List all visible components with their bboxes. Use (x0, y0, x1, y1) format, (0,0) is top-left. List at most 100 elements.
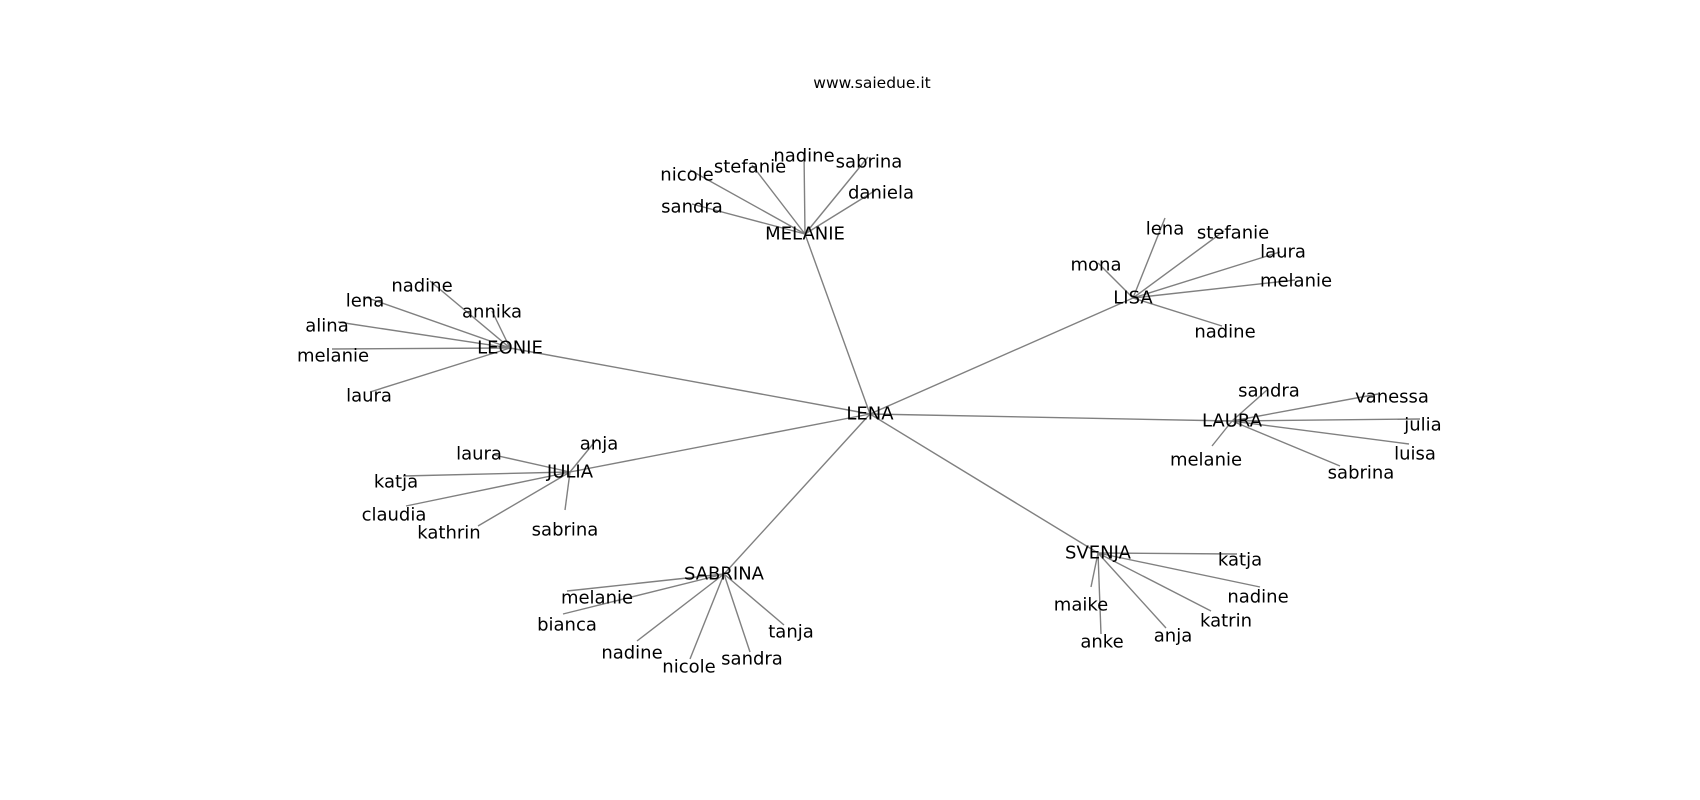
edge-leonie-alina (337, 321, 511, 349)
leaf-node-label: katrin (1200, 611, 1252, 632)
leaf-node-label: sandra (661, 197, 723, 218)
edge-center-leonie (509, 347, 871, 415)
edge-center-sabrina (723, 413, 871, 575)
edge-lisa-lena (1132, 217, 1166, 299)
leaf-node-label: kathrin (417, 523, 480, 544)
leaf-node-label: anja (580, 434, 618, 455)
leaf-node-label: nadine (1227, 587, 1288, 608)
edge-julia-claudia (405, 471, 571, 507)
leaf-node-label: sabrina (836, 152, 903, 173)
hub-node-label: SVENJA (1065, 543, 1132, 564)
edge-lisa-mona (1097, 262, 1134, 299)
edge-svenja-anke (1097, 552, 1102, 635)
edge-svenja-katja (1097, 552, 1238, 555)
leaf-node-label: melanie (561, 588, 633, 609)
leaf-node-label: bianca (537, 615, 597, 636)
leaf-node-label: daniela (848, 183, 914, 204)
leaf-node-label: anja (1154, 626, 1192, 647)
leaf-node-label: nicole (662, 657, 715, 678)
leaf-node-label: melanie (1260, 271, 1332, 292)
edge-sabrina-nicole (689, 573, 725, 660)
leaf-node-label: maike (1054, 595, 1108, 616)
leaf-node-label: alina (305, 316, 348, 337)
edge-svenja-nadine (1097, 552, 1261, 588)
edge-laura-luisa (1231, 420, 1410, 445)
leaf-node-label: melanie (1170, 450, 1242, 471)
leaf-node-label: mona (1071, 255, 1122, 276)
edge-leonie-annika (491, 310, 511, 349)
leaf-node-label: anke (1080, 632, 1123, 653)
leaf-node-label: katja (374, 472, 418, 493)
edge-julia-anja (569, 438, 598, 473)
leaf-node-label: lena (1146, 219, 1185, 240)
edge-center-laura (869, 413, 1233, 422)
leaf-node-label: sabrina (1328, 463, 1395, 484)
leaf-node-label: melanie (297, 346, 369, 367)
edge-leonie-melanie (331, 347, 511, 350)
edge-laura-sabrina (1231, 420, 1341, 467)
leaf-node-label: annika (462, 302, 522, 323)
leaf-node-label: luisa (1394, 444, 1436, 465)
leaf-node-label: claudia (362, 505, 427, 526)
hub-node-label: JULIA (546, 462, 594, 483)
leaf-node-label: nadine (601, 643, 662, 664)
leaf-node-label: nadine (391, 276, 452, 297)
edge-laura-melanie (1211, 420, 1233, 447)
leaf-node-label: tanja (768, 622, 814, 643)
edge-sabrina-bianca (562, 573, 725, 615)
edge-center-melanie (804, 233, 871, 415)
leaf-node-label: laura (1260, 242, 1306, 263)
edge-julia-kathrin (477, 471, 571, 527)
leaf-node-label: julia (1403, 415, 1441, 436)
hub-node-label: SABRINA (684, 564, 765, 585)
edge-sabrina-tanja (723, 573, 785, 626)
edge-sabrina-nadine (636, 573, 725, 642)
edge-laura-sandra (1231, 389, 1268, 422)
edge-melanie-daniela (804, 189, 877, 235)
leaf-node-label: stefanie (714, 157, 786, 178)
leaf-node-label: sandra (1238, 381, 1300, 402)
leaf-node-label: sandra (721, 649, 783, 670)
edge-melanie-nadine (803, 151, 806, 235)
edge-melanie-sandra (691, 203, 806, 235)
edge-laura-vanessa (1231, 393, 1379, 422)
leaf-node-label: nicole (660, 165, 713, 186)
edge-sabrina-sandra (723, 573, 751, 653)
edge-lisa-nadine (1132, 297, 1223, 327)
leaf-node-label: stefanie (1197, 223, 1269, 244)
edge-julia-katja (402, 471, 571, 477)
edge-melanie-sabrina (804, 156, 869, 235)
edge-lisa-melanie (1132, 279, 1296, 299)
edge-leonie-lena (364, 296, 511, 349)
edge-julia-sabrina (564, 471, 571, 511)
edge-svenja-anja (1097, 552, 1167, 629)
edge-center-lisa (869, 297, 1134, 415)
leaf-node-label: sabrina (532, 520, 599, 541)
site-watermark: www.saiedue.it (813, 74, 930, 92)
edge-julia-laura (493, 454, 571, 473)
leaf-node-label: vanessa (1355, 387, 1429, 408)
edge-sabrina-melanie (566, 573, 725, 592)
leaf-node-label: katja (1218, 550, 1262, 571)
edge-lisa-laura (1132, 251, 1281, 299)
edge-melanie-nicole (689, 169, 806, 235)
edge-center-julia (569, 413, 871, 473)
hub-node-label: LAURA (1202, 411, 1263, 432)
leaf-node-label: nadine (773, 146, 834, 167)
hub-node-label: MELANIE (765, 224, 845, 245)
edge-leonie-laura (369, 347, 511, 393)
hub-node-label: LISA (1113, 288, 1153, 309)
edge-lisa-stefanie (1132, 230, 1225, 299)
edge-laura-julia (1231, 418, 1421, 422)
leaf-node-label: nadine (1194, 322, 1255, 343)
edges-layer (331, 151, 1421, 660)
center-node-label: LENA (846, 404, 894, 425)
edge-center-svenja (869, 413, 1099, 554)
edge-svenja-katrin (1097, 552, 1212, 612)
hub-node-label: LEONIE (477, 338, 543, 359)
leaf-node-label: lena (346, 291, 385, 312)
edge-leonie-nadine (429, 280, 511, 349)
edge-melanie-stefanie (751, 164, 806, 235)
